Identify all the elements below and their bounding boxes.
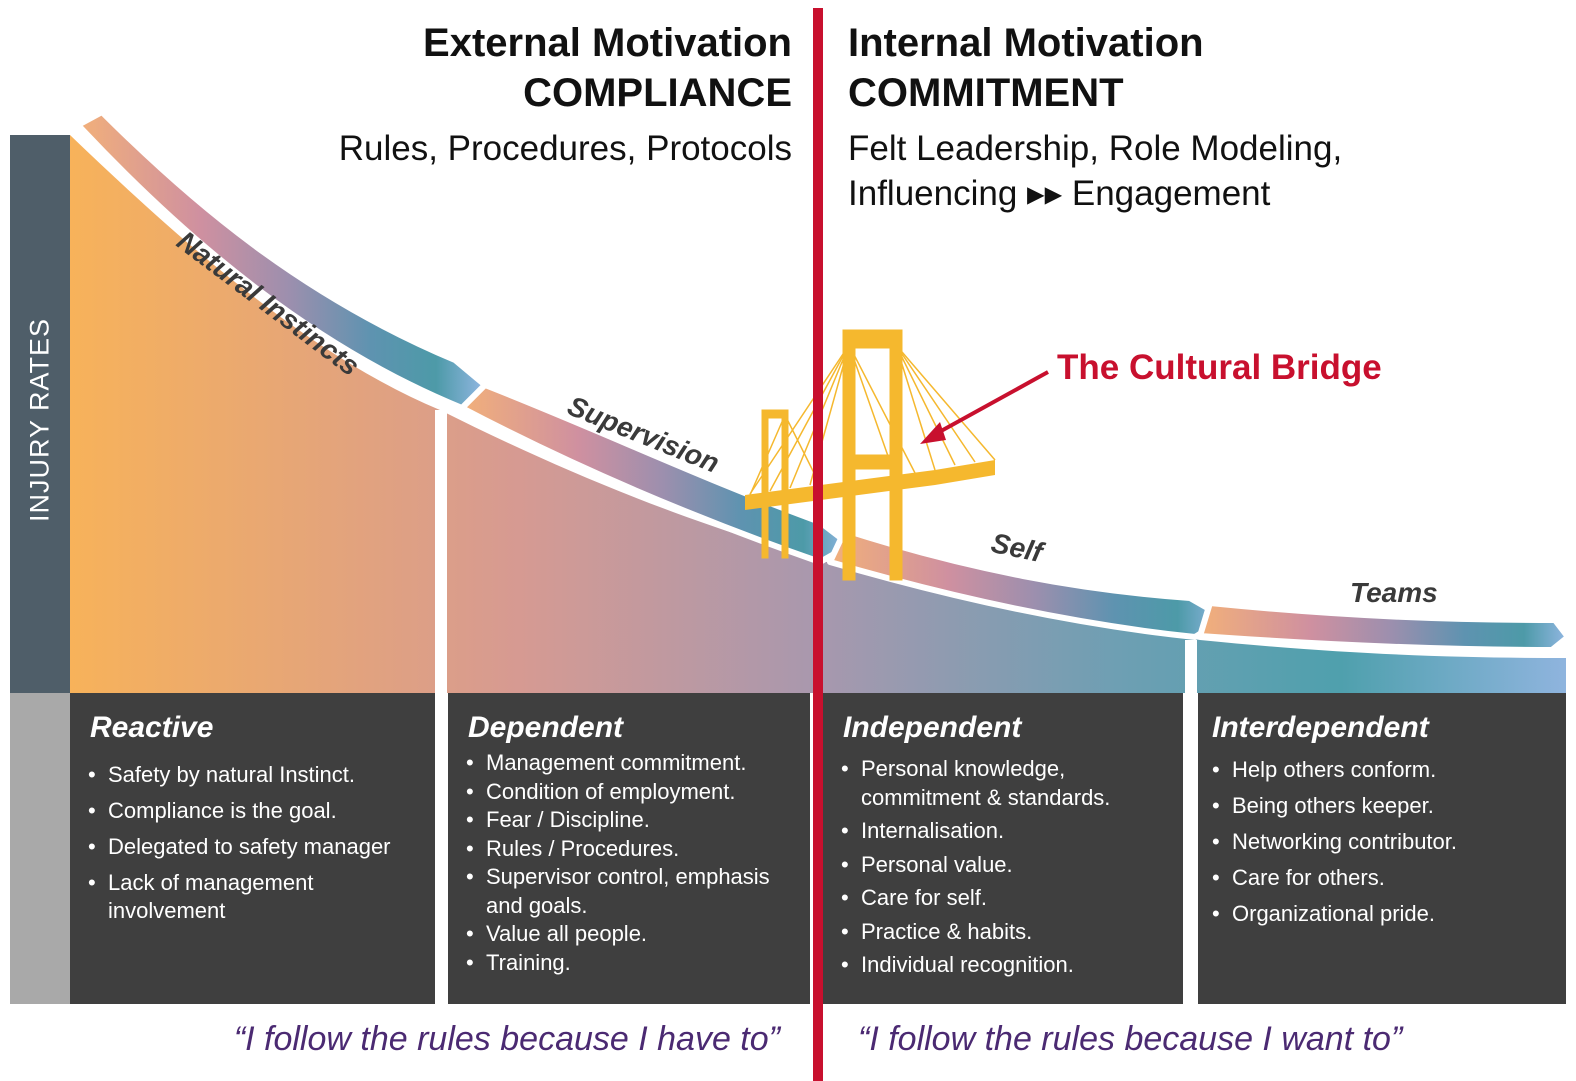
list-item: Delegated to safety manager: [88, 833, 418, 861]
curve-arrows: [75, 109, 1571, 653]
arrow-teams: [1197, 600, 1571, 653]
left-header: External Motivation COMPLIANCE Rules, Pr…: [339, 18, 792, 171]
list-item: Practice & habits.: [841, 918, 1141, 947]
list-item: Lack of management involvement: [88, 869, 348, 925]
right-header: Internal Motivation COMMITMENT Felt Lead…: [848, 18, 1342, 216]
list-item: Compliance is the goal.: [88, 797, 418, 825]
list-item: Value all people.: [466, 920, 806, 949]
cultural-bridge: [745, 329, 996, 581]
stage-panel-independent: Independent Personal knowledge, commitme…: [823, 693, 1183, 1004]
stage-list-independent: Personal knowledge, commitment & standar…: [841, 755, 1141, 980]
list-item: Personal knowledge, commitment & standar…: [841, 755, 1141, 812]
list-item: Fear / Discipline.: [466, 806, 806, 835]
list-item: Condition of employment.: [466, 778, 806, 807]
compliance-commitment-divider: [813, 8, 823, 1081]
list-item: Training.: [466, 949, 806, 978]
axis-label-text: INJURY RATES: [24, 317, 55, 523]
cultural-bridge-label: The Cultural Bridge: [1057, 348, 1382, 387]
stage-title-dependent: Dependent: [468, 711, 624, 744]
left-header-line2: COMPLIANCE: [523, 71, 792, 115]
stage-list-dependent: Management commitment. Condition of empl…: [466, 749, 806, 977]
list-item: Help others conform.: [1212, 756, 1552, 784]
axis-bar: [10, 135, 70, 695]
stage-panel-dependent: Dependent Management commitment. Conditi…: [448, 693, 810, 1004]
stage-title-interdependent: Interdependent: [1212, 711, 1429, 744]
stage-title-independent: Independent: [843, 711, 1022, 744]
stage-list-reactive: Safety by natural Instinct. Compliance i…: [88, 761, 418, 925]
quote-commitment: “I follow the rules because I want to”: [858, 1020, 1403, 1058]
axis-label: INJURY RATES: [25, 318, 56, 522]
list-item: Internalisation.: [841, 817, 1141, 846]
arrow-self: [827, 527, 1228, 640]
list-item: Personal value.: [841, 851, 1141, 880]
list-item: Being others keeper.: [1212, 792, 1552, 820]
list-item: Organizational pride.: [1212, 900, 1552, 928]
list-item: Care for self.: [841, 884, 1141, 913]
stage-title-reactive: Reactive: [90, 711, 214, 744]
list-item: Individual recognition.: [841, 951, 1141, 980]
axis-bar-lower: [10, 693, 70, 1004]
label-teams: Teams: [1350, 577, 1438, 608]
right-header-line1: Internal Motivation: [848, 21, 1204, 65]
left-header-subtitle: Rules, Procedures, Protocols: [338, 129, 792, 168]
right-header-subtitle-1: Felt Leadership, Role Modeling,: [848, 129, 1343, 168]
bridge-pointer-arrow: [920, 370, 1049, 444]
list-item: Supervisor control, emphasis and goals.: [466, 863, 806, 920]
right-header-line2: COMMITMENT: [848, 71, 1124, 115]
list-item: Rules / Procedures.: [466, 835, 806, 864]
stage-panel-interdependent: Interdependent Help others conform. Bein…: [1198, 693, 1566, 1004]
stage-list-interdependent: Help others conform. Being others keeper…: [1212, 756, 1552, 928]
stage-panel-reactive: Reactive Safety by natural Instinct. Com…: [70, 693, 435, 1004]
list-item: Management commitment.: [466, 749, 806, 778]
right-header-subtitle-2: Influencing ▸▸ Engagement: [848, 174, 1271, 213]
left-header-line1: External Motivation: [423, 21, 792, 65]
list-item: Networking contributor.: [1212, 828, 1552, 856]
list-item: Safety by natural Instinct.: [88, 761, 418, 789]
list-item: Care for others.: [1212, 864, 1552, 892]
quote-compliance: “I follow the rules because I have to”: [233, 1020, 780, 1058]
